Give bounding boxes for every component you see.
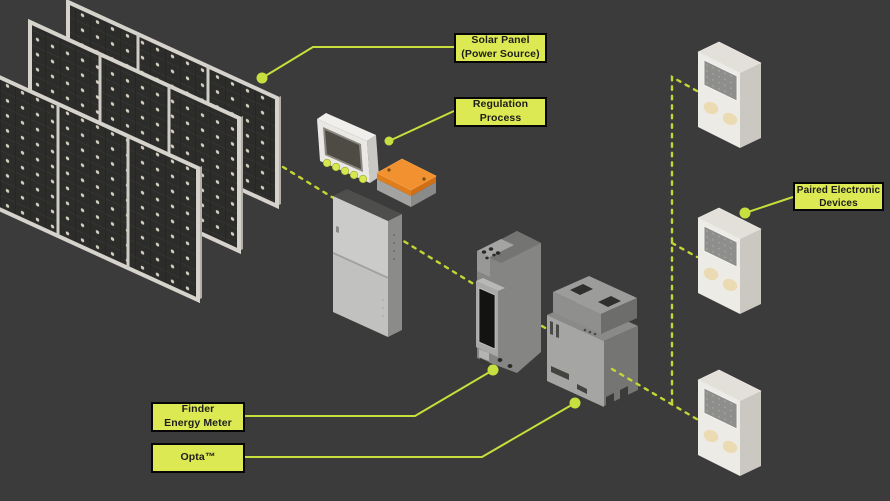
inverter-unit [332, 189, 402, 337]
label-solar-panel-line2: (Power Source) [461, 48, 540, 60]
dashed-line-branch-device2 [670, 241, 699, 259]
label-solar-panel-line1: Solar Panel [471, 34, 530, 47]
paired-device-2 [697, 207, 762, 315]
anchor-dot-regulation [384, 136, 394, 146]
anchor-dot-opta [569, 397, 581, 409]
label-finder-line2: Energy Meter [164, 417, 232, 429]
callout-leader-lines [245, 46, 794, 458]
label-regulation-line2: Process [479, 112, 522, 124]
charge-regulator [376, 158, 437, 207]
opta-device [547, 276, 638, 408]
solar-panel-front [0, 75, 202, 304]
opta-slot-2 [598, 296, 621, 307]
label-solar-panel: Solar Panel (Power Source) [454, 33, 547, 63]
opta-slot-1 [570, 284, 593, 295]
label-finder-line1: Finder [181, 403, 215, 416]
anchor-dot-solar [256, 72, 268, 84]
label-opta: Opta™ [151, 443, 245, 473]
display-screen [325, 130, 361, 169]
dashed-line-main [281, 165, 614, 371]
label-regulation-process: Regulation Process [454, 97, 547, 127]
label-paired-devices: Paired Electronic Devices [793, 182, 884, 211]
label-opta-line1: Opta™ [180, 451, 216, 464]
callout-anchor-dots [256, 72, 751, 409]
leader-solar-panel [261, 46, 454, 79]
label-paired-line1: Paired Electronic [796, 184, 881, 196]
dashed-line-opta-to-device3 [610, 367, 702, 423]
paired-device-3 [697, 369, 762, 477]
finder-energy-meter-device [476, 231, 541, 373]
dashed-line-devices-vertical [670, 74, 699, 406]
anchor-dot-finder [487, 364, 499, 376]
display-buttons [322, 158, 368, 184]
leader-opta [245, 402, 576, 458]
display-unit [317, 113, 379, 184]
meter-display [478, 287, 496, 350]
label-paired-line2: Devices [819, 197, 858, 209]
power-flow-dashed-lines [281, 74, 699, 406]
paired-device-1 [697, 41, 762, 149]
leader-regulation [388, 110, 455, 142]
anchor-dot-paired [739, 207, 751, 219]
label-regulation-line1: Regulation [472, 98, 529, 111]
solar-panel-array [0, 0, 281, 304]
leader-finder [245, 369, 494, 417]
leader-paired [744, 196, 794, 214]
label-finder-energy-meter: Finder Energy Meter [151, 402, 245, 432]
